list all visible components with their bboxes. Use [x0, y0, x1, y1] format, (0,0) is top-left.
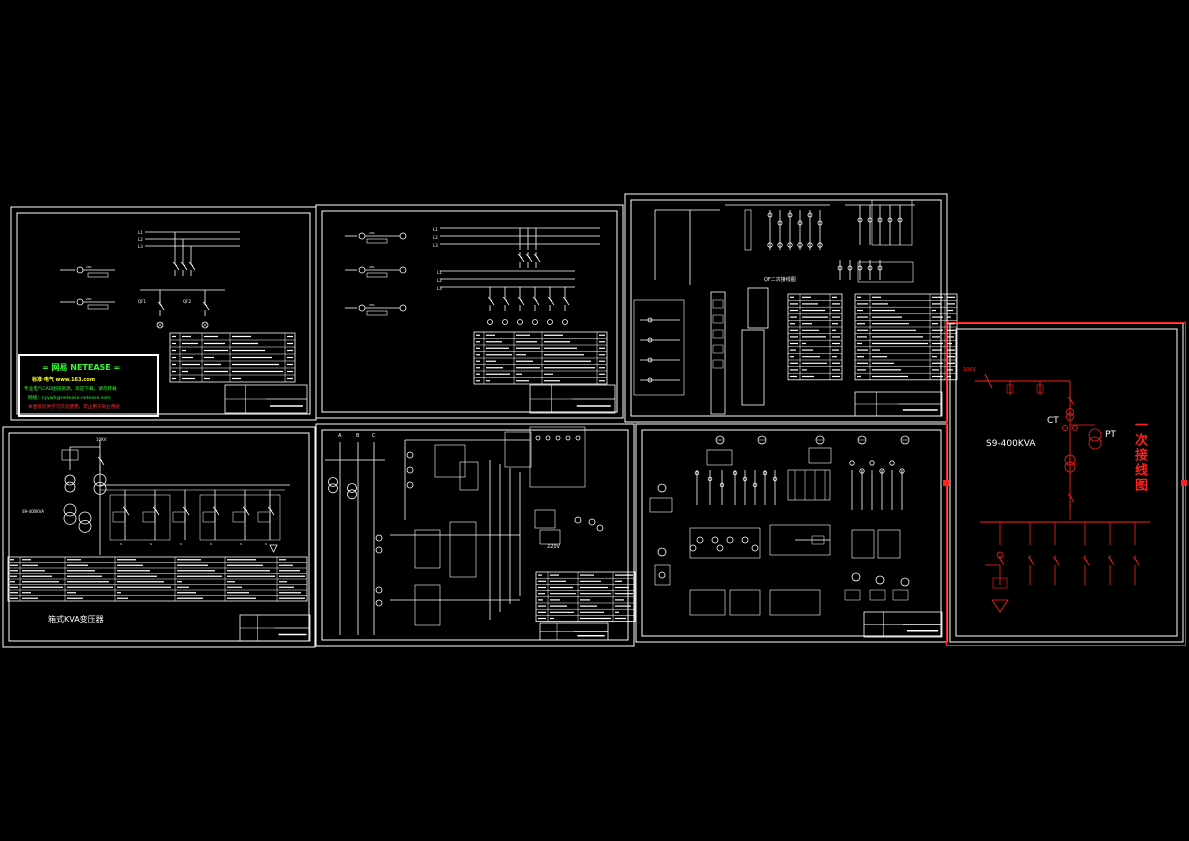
svg-text:S: S — [120, 542, 122, 546]
svg-text:3HL: 3HL — [369, 303, 375, 307]
watermark-ad-box: = 网易 NETEASE = 标准·电气 www.163.com 专业电气CAD… — [18, 354, 159, 417]
svg-text:QF1: QF1 — [138, 299, 146, 304]
svg-text:L1: L1 — [433, 227, 438, 232]
sheet3-caption: QF二次接线图 — [764, 277, 796, 283]
sheet4-transformer-label: S9-400KVA — [22, 509, 45, 514]
svg-text:S: S — [180, 542, 182, 546]
sheet7-vertical-title: 一次接线图 — [1132, 418, 1147, 493]
sheet7-ct-label: CT — [1047, 416, 1059, 426]
ad-line-2: 网络：cyywh@netease.netease.com — [28, 396, 111, 401]
svg-text:L2: L2 — [138, 237, 143, 242]
svg-text:S: S — [265, 542, 267, 546]
svg-text:QF2: QF2 — [183, 299, 191, 304]
svg-text:S: S — [240, 542, 242, 546]
svg-text:L1: L1 — [437, 270, 442, 275]
sheet4-title: 箱式KVA变压器 — [48, 615, 104, 624]
svg-text:2HL: 2HL — [369, 265, 375, 269]
selected-sheet-highlight — [946, 322, 1186, 646]
sheet7-incoming-label: 10KV — [963, 367, 977, 373]
selection-grip-left[interactable] — [943, 480, 949, 486]
sheet-5-secondary-circuit: A B C — [315, 423, 636, 647]
sheet5-voltage-label: 220V — [547, 544, 560, 550]
svg-text:1HL: 1HL — [86, 265, 92, 269]
sheet4-voltage-label: 10KV — [96, 437, 107, 442]
svg-text:L2: L2 — [433, 235, 438, 240]
svg-text:S: S — [150, 542, 152, 546]
sheet-6-equipment-layout — [635, 423, 948, 643]
selection-grip-right[interactable] — [1181, 480, 1187, 486]
svg-text:A: A — [338, 433, 342, 439]
ad-title: = 网易 NETEASE = — [42, 363, 121, 372]
svg-text:C: C — [372, 433, 376, 439]
svg-text:L3: L3 — [433, 243, 438, 248]
sheet7-transformer-label: S9-400KVA — [986, 439, 1036, 449]
ad-line-1: 专业电气CAD图纸资源，欢迎下载，请勿转载 — [24, 387, 117, 392]
sheet-7-primary-wiring — [949, 322, 1184, 643]
svg-text:B: B — [356, 433, 360, 439]
svg-text:L3: L3 — [138, 244, 143, 249]
svg-text:L2: L2 — [437, 278, 442, 283]
svg-text:2HL: 2HL — [86, 297, 92, 301]
sheet-3-control-wiring — [624, 193, 958, 423]
ad-line-3: 本图纸仅供学习交流使用，禁止用于商业用途 — [28, 405, 120, 410]
sheet7-pt-label: PT — [1105, 430, 1116, 440]
svg-text:L3: L3 — [437, 286, 442, 291]
svg-text:1HL: 1HL — [369, 231, 375, 235]
svg-text:L1: L1 — [138, 230, 143, 235]
svg-text:S: S — [210, 542, 212, 546]
ad-subtitle: 标准·电气 www.163.com — [32, 377, 96, 383]
